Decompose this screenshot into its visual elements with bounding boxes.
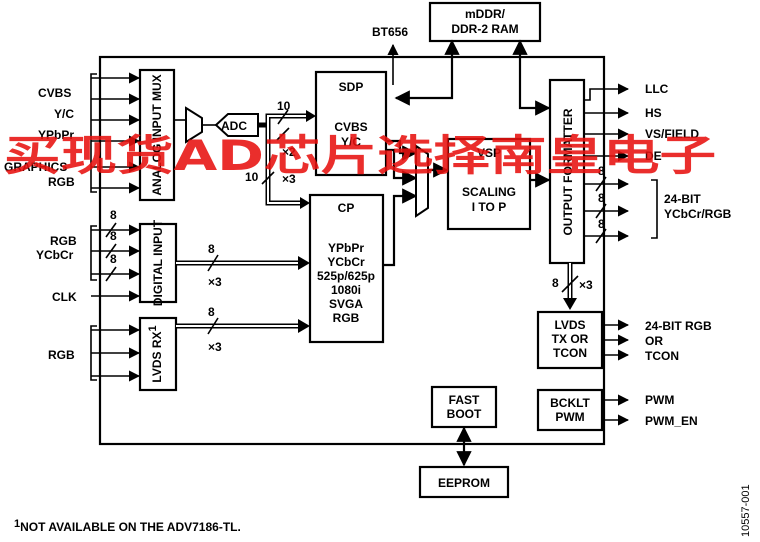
adc-bus-mult-1: ×2	[282, 145, 296, 159]
input-ypbpr-label: YPbPr	[38, 128, 74, 142]
input-graphics-label: GRAPHICS	[4, 160, 67, 174]
output-24bit-rgb-label: 24-BIT RGB	[645, 319, 712, 333]
input-ycbcr-digital-label: YCbCr	[36, 248, 74, 262]
output-24bit-bracket	[651, 179, 658, 239]
input-clk-label: CLK	[52, 290, 77, 304]
vsp-input-mux	[415, 144, 429, 218]
mddr-ram-box	[428, 1, 542, 43]
fast-boot-box	[430, 385, 498, 429]
lvds-tx-label-1: LVDS	[554, 318, 585, 332]
mux-trapezoid	[185, 106, 203, 144]
eeprom-box	[418, 465, 510, 499]
cp-body-4: 1080i	[331, 283, 361, 297]
digital-input-label: DIGITAL INPUT	[151, 219, 165, 306]
lvds-tx-label-3: TCON	[553, 346, 587, 360]
figure-id: 10557-001	[740, 484, 752, 537]
dig-out-mult: ×3	[208, 275, 222, 289]
sdp-body-2: Y/C	[341, 135, 361, 149]
dig-out-width: 8	[208, 242, 215, 256]
output-de-label: DE	[645, 149, 662, 163]
cp-body-5: SVGA	[329, 297, 363, 311]
adc-bus-mult-2: ×3	[282, 172, 296, 186]
output-or-label: OR	[645, 334, 663, 348]
vsp-body-2: I TO P	[472, 200, 506, 214]
fast-boot-label-1: FAST	[449, 393, 480, 407]
output-hs-label: HS	[645, 106, 662, 120]
dig-in-width-3: 8	[110, 252, 117, 266]
of-bus-width-3: 8	[598, 217, 605, 231]
dig-in-width-1: 8	[110, 208, 117, 222]
watermark: 买现货AD芯片选择南皇电子	[4, 131, 716, 180]
digital-input-box	[138, 222, 178, 304]
of-ram-link	[512, 39, 551, 116]
sdp-box	[314, 70, 388, 177]
output-ycbcr-rgb-label: YCbCr/RGB	[664, 207, 732, 221]
of-bus-width-1: 8	[598, 164, 605, 178]
output-pwm-label: PWM	[645, 393, 674, 407]
sdp-title: SDP	[339, 80, 364, 94]
sdp-ram-link	[394, 39, 460, 106]
bcklt-pwm-box	[536, 388, 604, 432]
of-bus-width-2: 8	[598, 191, 605, 205]
output-pwm-en-label: PWM_EN	[645, 414, 698, 428]
output-vsfield-label: VS/FIELD	[645, 127, 699, 141]
cp-body-2: YCbCr	[327, 255, 365, 269]
lvds-rx-label: LVDS RX1	[147, 325, 164, 382]
analog-input-bracket	[90, 73, 97, 193]
output-tcon-label: TCON	[645, 349, 679, 363]
lvds-in-width: 8	[208, 305, 215, 319]
vsp-body-1: SCALING	[462, 185, 516, 199]
bcklt-label-2: PWM	[555, 410, 584, 424]
footnote: 1NOT AVAILABLE ON THE ADV7186-TL.	[14, 518, 241, 534]
adc-label: ADC	[221, 119, 247, 133]
cp-body-1: YPbPr	[328, 241, 364, 255]
bcklt-label-1: BCKLT	[550, 396, 590, 410]
input-cvbs-label: CVBS	[38, 86, 71, 100]
output-formatter-box	[548, 78, 586, 265]
of-down-width: 8	[552, 276, 559, 290]
bt656-label: BT656	[372, 25, 408, 39]
lvds-in-mult: ×3	[208, 340, 222, 354]
cp-title: CP	[338, 201, 355, 215]
vsp-title: VSP	[477, 146, 501, 160]
mddr-label-1: mDDR/	[465, 7, 506, 21]
mddr-label-2: DDR-2 RAM	[451, 22, 518, 36]
input-rgb-digital-label: RGB	[50, 234, 77, 248]
input-yc-label: Y/C	[54, 107, 74, 121]
of-down-mult: ×3	[579, 278, 593, 292]
dig-in-width-2: 8	[110, 229, 117, 243]
analog-input-mux-label: ANALOG INPUT MUX	[150, 74, 164, 195]
lvds-tx-label-2: TX OR	[552, 332, 589, 346]
cp-body-3: 525p/625p	[317, 269, 375, 283]
eeprom-label: EEPROM	[438, 476, 490, 490]
analog-input-mux-box	[138, 68, 176, 202]
sdp-body-1: CVBS	[334, 120, 367, 134]
fast-boot-label-2: BOOT	[447, 407, 482, 421]
lvds-tx-box	[536, 310, 604, 370]
vsp-box	[446, 137, 532, 231]
input-rgb-lvds-label: RGB	[48, 348, 75, 362]
cp-body-6: RGB	[333, 311, 360, 325]
output-24bit-label: 24-BIT	[664, 192, 701, 206]
digital-input-bracket	[90, 225, 97, 281]
cp-box	[308, 193, 385, 344]
input-rgb-analog-label: RGB	[48, 175, 75, 189]
output-formatter-label: OUTPUT FORMATTER	[561, 108, 575, 235]
adc-bus-width-1: 10	[277, 99, 291, 113]
output-llc-label: LLC	[645, 82, 669, 96]
adc-bus-width-2: 10	[245, 170, 259, 184]
